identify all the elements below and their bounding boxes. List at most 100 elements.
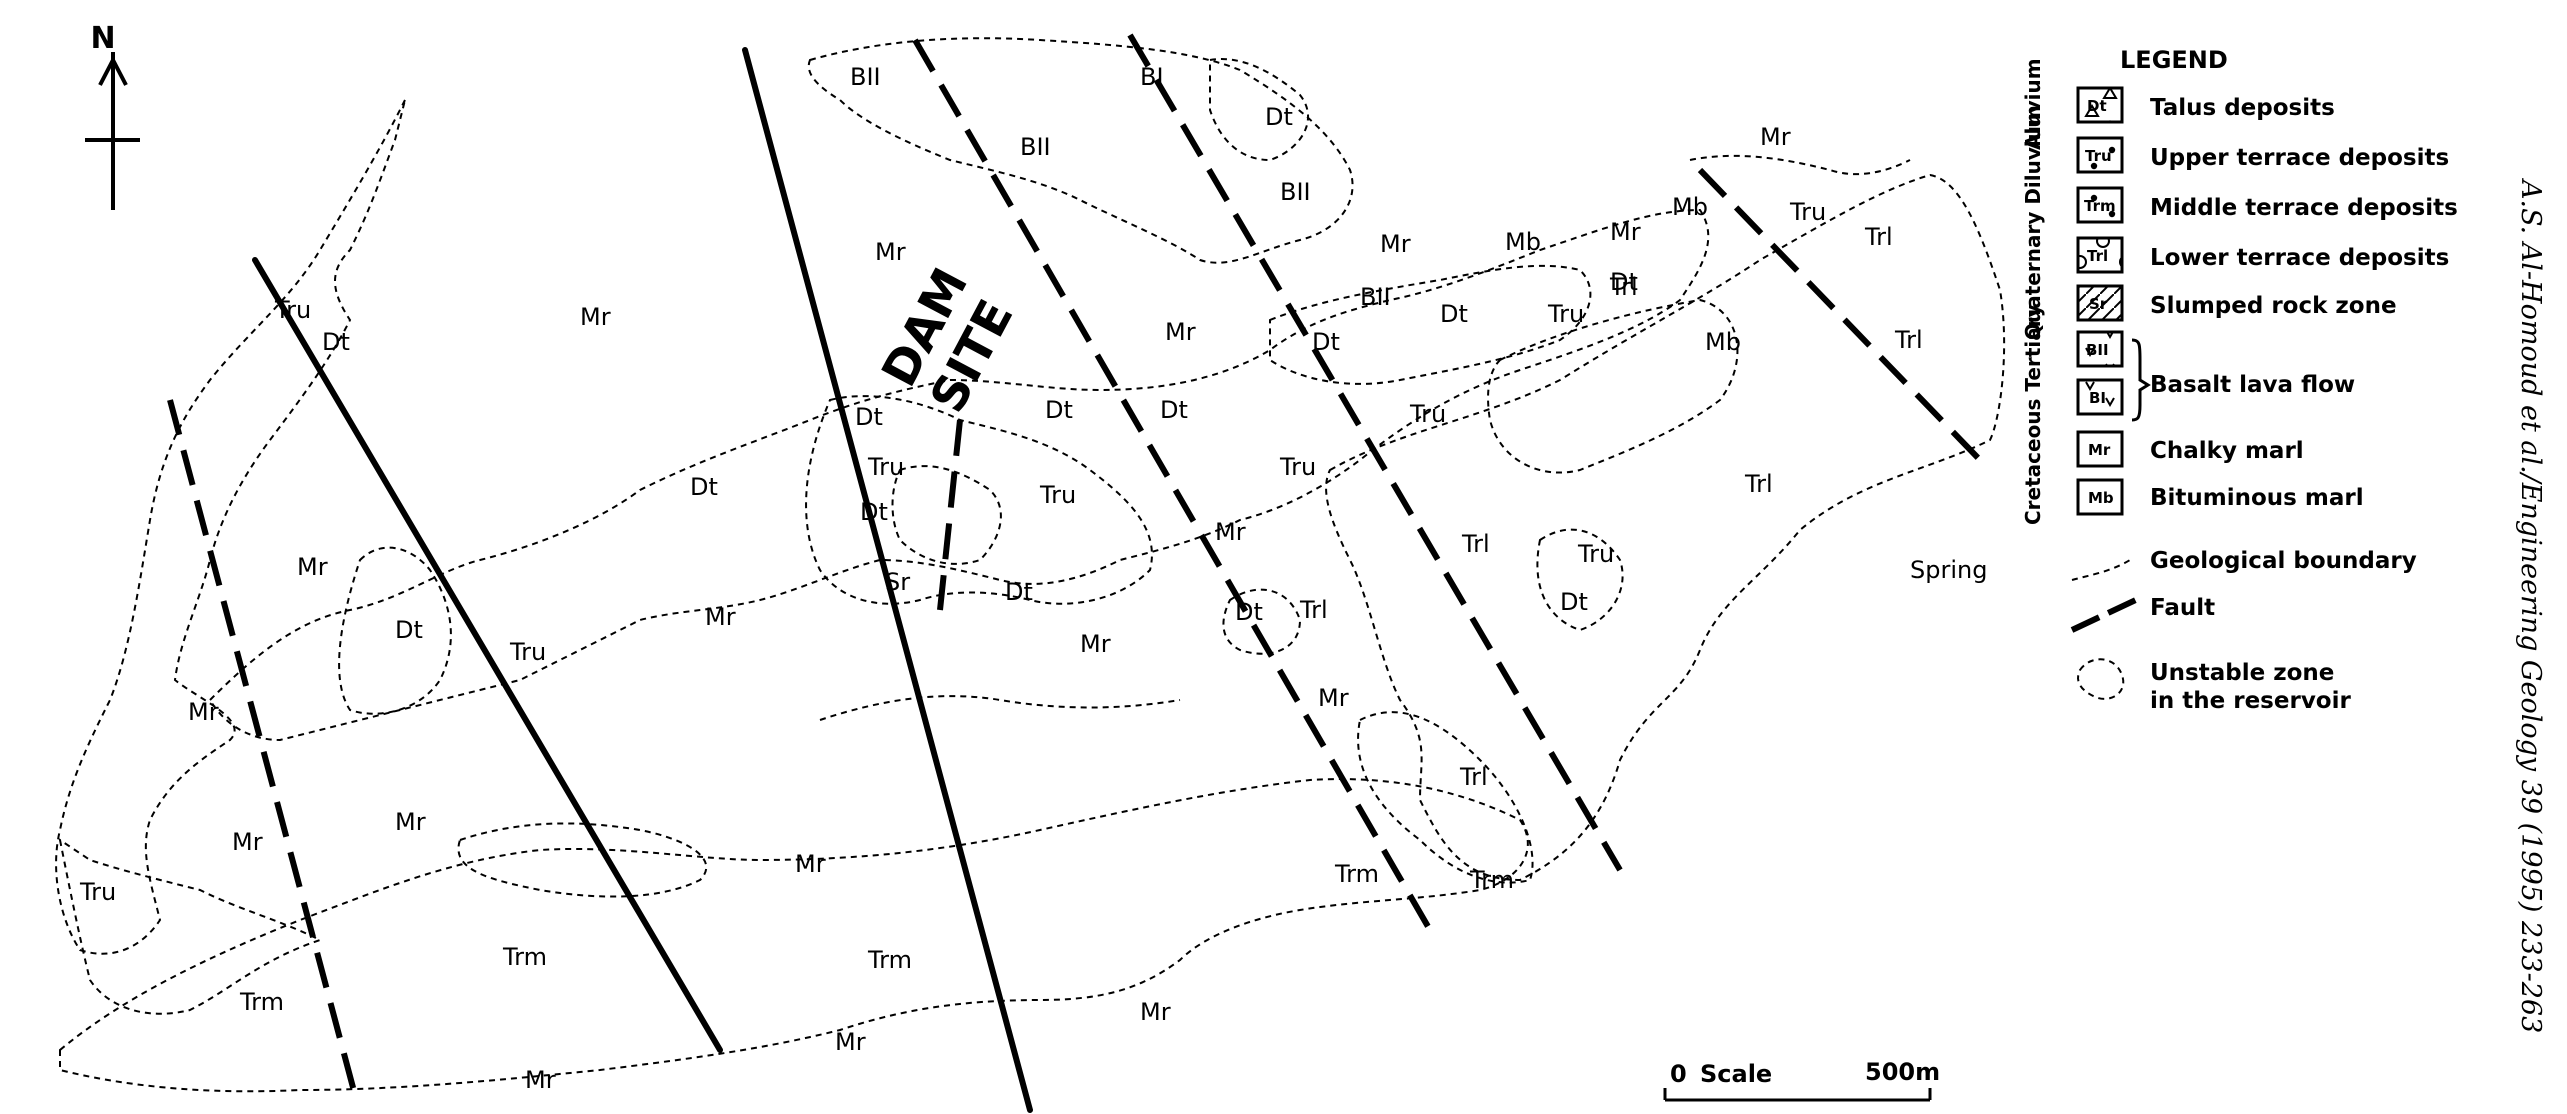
unit-dt-ridge [1222,588,1302,655]
scale-bar-line [1663,1088,1932,1102]
legend-swatch-trm [2076,186,2124,224]
map-label-dt: Dt [1312,328,1340,356]
boundary-line [1689,154,1911,176]
legend-swatch-mr [2076,430,2124,468]
map-label-mr: Mr [1165,318,1196,346]
map-label-trm: Trm [1334,860,1379,888]
legend-swatch-tru [2076,136,2124,174]
map-label-trm: Trm [1469,866,1514,894]
map-label-tru: Tru [509,638,546,666]
legend-swatch-sr [2076,284,2124,322]
map-label-mr: Mr [1140,998,1171,1026]
legend-code: Tru [2085,147,2112,165]
legend-swatch-b1 [2076,378,2124,416]
fault-line [1127,33,1623,872]
legend-swatch-b2 [2076,330,2124,368]
legend-boundary-symbol [2071,559,2131,581]
legend-item-label: Chalky marl [2150,438,2304,464]
unit-dt-east [1536,528,1624,632]
legend-item-label: Basalt lava flow [2150,372,2355,398]
legend-line-label: Geological boundary [2150,548,2417,574]
map-label-trm: Trm [502,943,547,971]
legend-swatch-mb [2076,478,2124,516]
fault-line [912,38,1433,932]
map-label-dt: Dt [855,403,883,431]
legend-item-label: Slumped rock zone [2150,293,2397,319]
scale-zero: 0 [1670,1060,1687,1088]
map-label-mr: Mr [188,698,219,726]
legend-swatch-trl [2076,236,2124,274]
map-label-trl: Trl [1459,763,1488,791]
legend-item-label: Talus deposits [2150,95,2335,121]
legend-item-label: Middle terrace deposits [2150,195,2458,221]
unit-dt-center [1269,264,1592,385]
map-label-b2: BII [1360,283,1391,311]
legend-unstable-symbol [2077,658,2125,700]
map-label-mr: Mr [705,603,736,631]
map-label-dt: Dt [1440,300,1468,328]
map-label-mr: Mr [395,808,426,836]
map-labels: Mr Mr Mr Mr Mr Mr Mr Mr Mr Mr Mr Mr Mr M… [79,63,1987,1094]
map-label-mr: Mr [1760,123,1791,151]
map-label-mb: Mb [1705,328,1741,356]
scale-bar: 0 Scale 500m [1663,1058,1940,1102]
legend-group-cretaceous: Cretaceous Tertiary [2021,304,2045,525]
fault-line [742,47,1033,1113]
map-label-tru: Tru [274,296,311,324]
legend-code: BII [2086,341,2109,359]
map-label-tru: Tru [1279,453,1316,481]
map-label-trl: Trl [1609,273,1638,301]
legend-title: LEGEND [2120,46,2228,74]
map-label-mr: Mr [1080,630,1111,658]
legend-line-label: Fault [2150,595,2215,621]
journal-citation: A.S. Al-Homoud et al./Engineering Geolog… [2515,177,2546,1033]
map-label-mr: Mr [835,1028,866,1056]
map-label-mr: Mr [232,828,263,856]
map-label-trm: Trm [239,988,284,1016]
legend-item-label: Bituminous marl [2150,485,2364,511]
map-label-trl: Trl [1864,223,1893,251]
map-label-dt: Dt [1005,578,1033,606]
legend-code: Sr [2089,295,2108,313]
map-label-mr: Mr [297,553,328,581]
map-label-sr: Sr [885,568,910,596]
map-label-tru: Tru [1577,540,1614,568]
legend-group-alluvium: Aluvium [2021,58,2045,150]
map-label-dt: Dt [1045,396,1073,424]
legend-code: Trm [2084,197,2116,215]
legend-item-label: Lower terrace deposits [2150,245,2449,271]
map-label-dt: Dt [1235,598,1263,626]
unit-dt-damsite [805,395,1153,605]
fault-line [252,257,723,1053]
map-label-mr: Mr [795,850,826,878]
legend-code: BI [2089,389,2106,407]
legend-code: Dt [2087,97,2107,115]
map-label-trl: Trl [1299,596,1328,624]
map-label-mr: Mr [1380,230,1411,258]
map-label-b2: BII [1280,178,1311,206]
dam-site-label: DAM SITE [871,259,1024,421]
fault-line [1697,167,1983,463]
map-label-mr: Mr [1318,684,1349,712]
boundary-line [819,695,1181,721]
map-label-tru: Tru [1039,481,1076,509]
map-label-dt: Dt [690,473,718,501]
north-arrow: N [85,21,140,210]
legend-swatch-dt [2076,86,2124,124]
north-label: N [90,21,115,56]
unit-dt-west [338,546,452,715]
map-label-spring: Spring [1910,556,1987,584]
map-label-b2: BII [1020,133,1051,161]
map-label-b2: BII [850,63,881,91]
legend-unstable-line2: in the reservoir [2150,688,2351,714]
legend-unstable-line1: Unstable zone [2150,660,2334,686]
map-label-mb: Mb [1505,228,1541,256]
map-label-dt: Dt [1560,588,1588,616]
map-label-mr: Mr [875,238,906,266]
map-label-tru: Tru [79,878,116,906]
map-label-mr: Mr [525,1066,556,1094]
fault-line [937,419,963,611]
scale-word: Scale [1700,1060,1772,1088]
unit-dt-basalt [1209,58,1310,162]
